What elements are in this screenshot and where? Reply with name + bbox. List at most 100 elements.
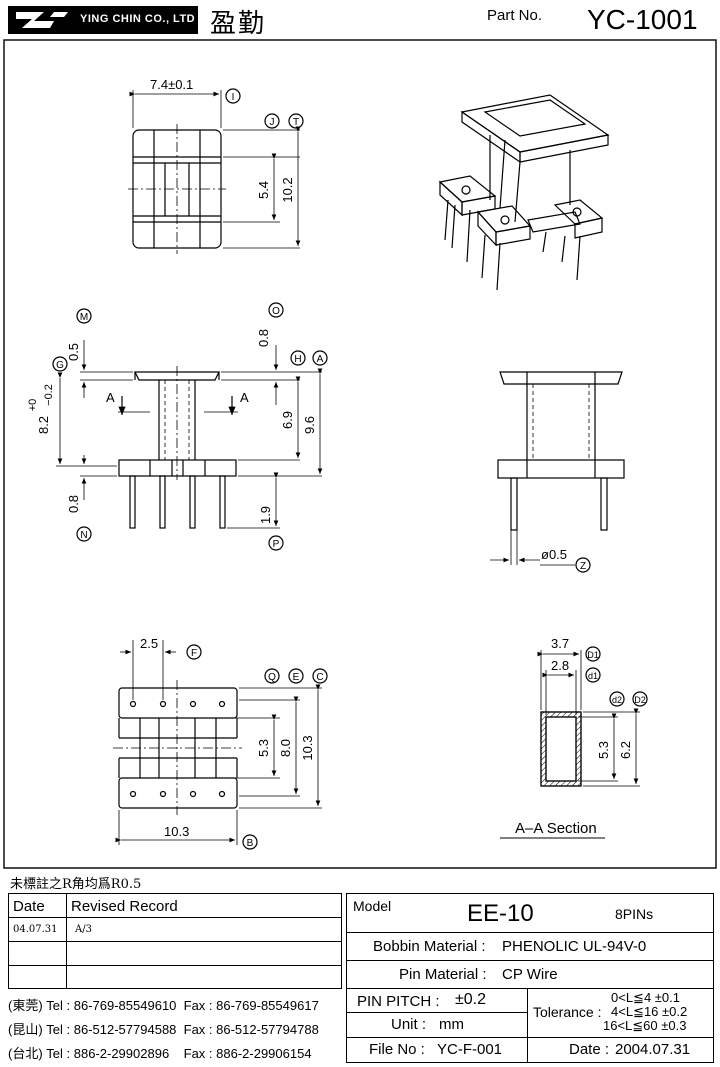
tolerance-label: Tolerance :: [533, 1004, 602, 1020]
callout: H: [294, 354, 301, 365]
contact-fax: Fax : 86-769-85549617: [183, 998, 319, 1013]
dim-sec-6-2: 6.2: [618, 741, 633, 759]
bobbin-material: PHENOLIC UL-94V-0: [502, 938, 647, 955]
contact-tel: Tel : 86-512-57794588: [46, 1022, 177, 1037]
dim-sec-2-8: 2.8: [551, 658, 569, 673]
revision-table: Date Revised Record 04.07.31 A/3: [8, 893, 342, 989]
section-title: A–A Section: [515, 820, 597, 837]
rev-header-date: Date: [9, 894, 67, 918]
drawing-frame: [3, 39, 717, 869]
pin-pitch: ±0.2: [455, 991, 487, 1008]
dim-side-0-8-bot: 0.8: [66, 495, 81, 513]
dim-side-9-6: 9.6: [302, 416, 317, 434]
callout: G: [56, 360, 64, 371]
contact-location: (昆山): [8, 1022, 43, 1037]
pin-pitch-label: PIN PITCH :: [357, 993, 440, 1010]
rev-header-record: Revised Record: [67, 894, 341, 918]
section-view: [500, 650, 640, 839]
contact-row: (昆山) Tel : 86-512-57794588 Fax : 86-512-…: [8, 1019, 319, 1038]
bobbin-material-label: Bobbin Material :: [373, 938, 486, 955]
date-value: 2004.07.31: [615, 1041, 691, 1058]
iso-view: [438, 94, 610, 291]
rev-row-date: [9, 942, 67, 966]
callout: I: [232, 92, 235, 103]
file-no: YC-F-001: [437, 1041, 503, 1058]
callout: O: [272, 306, 280, 317]
file-no-label: File No :: [369, 1041, 425, 1058]
dim-bottom-5-3: 5.3: [256, 739, 271, 757]
side-view: [56, 340, 323, 529]
contact-row: (台北) Tel : 886-2-29902896 Fax : 886-2-29…: [8, 1043, 312, 1062]
contact-fax: Fax : 886-2-29906154: [183, 1046, 312, 1061]
dim-side-8-2: 8.2: [36, 416, 51, 434]
callout: D2: [634, 695, 646, 705]
callout: T: [293, 117, 299, 128]
front-view: [490, 371, 625, 566]
dim-top-width: 7.4±0.1: [150, 77, 193, 92]
general-note: 未標註之R角均爲R0.5: [10, 877, 142, 892]
dim-sec-3-7: 3.7: [551, 636, 569, 651]
pin-count: 8PINs: [615, 906, 654, 922]
dim-bottom-10-3-h: 10.3: [164, 824, 189, 839]
contact-fax: Fax : 86-512-57794788: [183, 1022, 319, 1037]
dim-side-0-5: 0.5: [66, 343, 81, 361]
bottom-view: [113, 640, 322, 845]
company-logo-bar: YING CHIN CO., LTD: [8, 6, 198, 34]
unit-label: Unit :: [391, 1016, 427, 1033]
callout: C: [316, 672, 323, 683]
tolerance-row: 0<L≦4 ±0.1: [611, 990, 680, 1005]
date-label: Date :: [569, 1041, 610, 1058]
contact-location: (東莞): [8, 998, 43, 1013]
section-mark-right: A: [240, 390, 249, 405]
rev-row-date: 04.07.31: [9, 918, 67, 942]
model-label: Model: [353, 898, 392, 914]
section-mark-left: A: [106, 390, 115, 405]
contact-row: (東莞) Tel : 86-769-85549610 Fax : 86-769-…: [8, 995, 319, 1014]
contact-location: (台北): [8, 1046, 43, 1061]
dim-top-5-4: 5.4: [256, 181, 271, 199]
dim-bottom-10-3-v: 10.3: [300, 735, 315, 760]
dim-side-1-9: 1.9: [258, 506, 273, 524]
pin-material-label: Pin Material :: [399, 966, 487, 983]
callout: D1: [587, 650, 599, 660]
tolerance-row: 16<L≦60 ±0.3: [603, 1018, 687, 1033]
part-number: YC-1001: [587, 4, 698, 35]
dim-side-tol-plus: +0: [27, 399, 39, 412]
dim-bottom-2-5: 2.5: [140, 636, 158, 651]
callout: N: [80, 530, 87, 541]
dim-sec-5-3: 5.3: [596, 741, 611, 759]
company-logo-icon: [16, 12, 68, 28]
unit-value: mm: [439, 1016, 464, 1033]
callout: d1: [588, 671, 598, 681]
dim-bottom-8-0: 8.0: [278, 739, 293, 757]
callout: Z: [580, 561, 586, 572]
model-value: EE-10: [467, 900, 534, 927]
company-name: YING CHIN CO., LTD: [80, 13, 196, 25]
dim-pin-dia: ø0.5: [541, 547, 567, 562]
callout: B: [247, 838, 254, 849]
spec-table: Model EE-10 8PINs Bobbin Material : PHEN…: [346, 893, 714, 1063]
callout: E: [293, 672, 300, 683]
dim-side-tol-minus: −0.2: [43, 384, 55, 406]
callout: F: [191, 648, 197, 659]
pin-material: CP Wire: [502, 966, 558, 983]
callout: A: [317, 354, 324, 365]
callout: d2: [612, 695, 622, 705]
tolerance-row: 4<L≦16 ±0.2: [611, 1004, 688, 1019]
callout: P: [273, 539, 280, 550]
dim-top-10-2: 10.2: [280, 177, 295, 202]
contact-tel: Tel : 886-2-29902896: [46, 1046, 170, 1061]
dim-side-0-8-top: 0.8: [256, 329, 271, 347]
technical-drawing: 7.4±0.1 5.4 10.2 0.5 8.2 +0 −0.2 0.8 6.9…: [3, 39, 717, 869]
contact-tel: Tel : 86-769-85549610: [46, 998, 177, 1013]
callout: M: [80, 312, 88, 323]
part-no-label: Part No.: [487, 7, 543, 24]
callout: J: [270, 117, 275, 128]
callout: Q: [268, 672, 276, 683]
dim-side-6-9: 6.9: [280, 411, 295, 429]
company-name-cn: 盈勤: [210, 9, 267, 39]
rev-row-record: A/3: [67, 918, 341, 942]
top-view: [128, 90, 301, 254]
rev-row-date: [9, 966, 67, 988]
rev-row-record: [67, 942, 341, 966]
